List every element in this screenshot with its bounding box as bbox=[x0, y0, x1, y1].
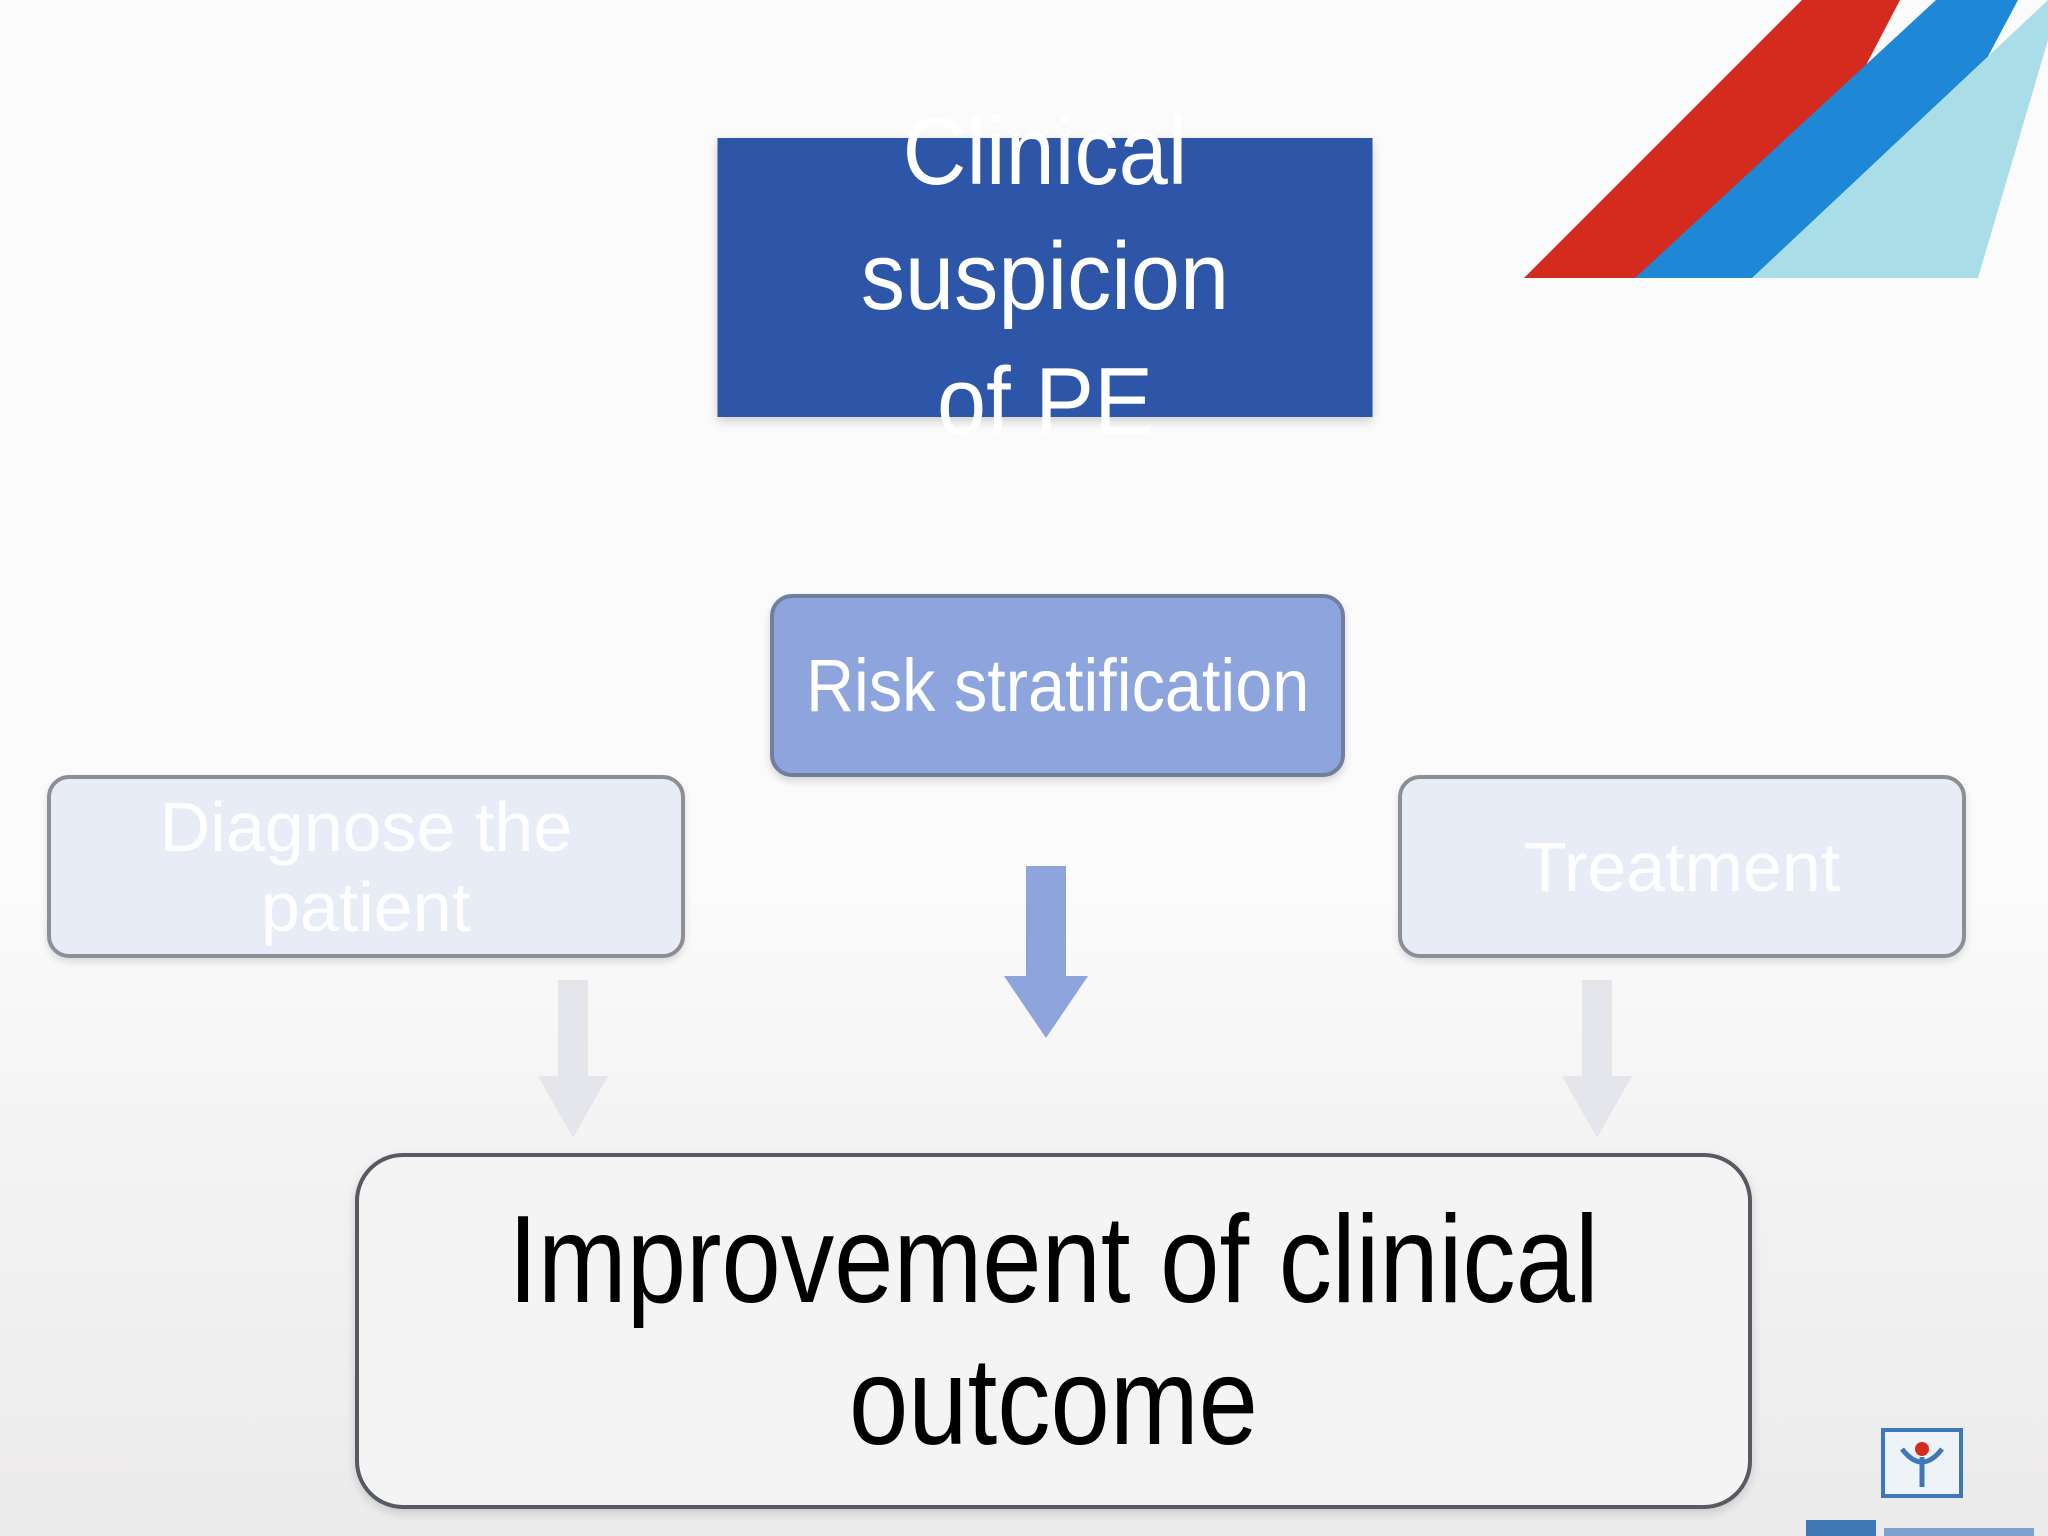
clinical-suspicion-line1: Clinical suspicion bbox=[860, 98, 1230, 331]
treatment-label: Treatment bbox=[1523, 827, 1841, 906]
logo-wordmark-icon bbox=[1806, 1520, 2034, 1536]
light-stripe-shape bbox=[1752, 0, 2048, 278]
diagnose-patient-label: Diagnose the patient bbox=[159, 787, 573, 946]
diagnose-patient-box: Diagnose the patient bbox=[47, 775, 685, 958]
clinical-outcome-label: Improvement of clinical outcome bbox=[508, 1191, 1599, 1471]
arrow-down-right-faded bbox=[1562, 980, 1632, 1138]
blue-stripe-shape bbox=[1635, 0, 2018, 278]
treatment-box: Treatment bbox=[1398, 775, 1966, 958]
clinical-outcome-box: Improvement of clinical outcome bbox=[355, 1153, 1752, 1509]
decorative-stripes bbox=[1524, 0, 2048, 278]
clinical-suspicion-text: Clinical suspicion of PE bbox=[717, 90, 1372, 464]
arrow-down-center bbox=[1004, 866, 1088, 1038]
society-logo-icon bbox=[1881, 1428, 1963, 1498]
risk-stratification-box: Risk stratification bbox=[770, 594, 1345, 777]
red-stripe-shape bbox=[1524, 0, 1900, 278]
clinical-suspicion-line2: of PE bbox=[936, 347, 1153, 455]
clinical-suspicion-box: Clinical suspicion of PE bbox=[717, 98, 1373, 455]
arrow-down-left-faded bbox=[538, 980, 608, 1138]
risk-stratification-label: Risk stratification bbox=[805, 644, 1310, 727]
